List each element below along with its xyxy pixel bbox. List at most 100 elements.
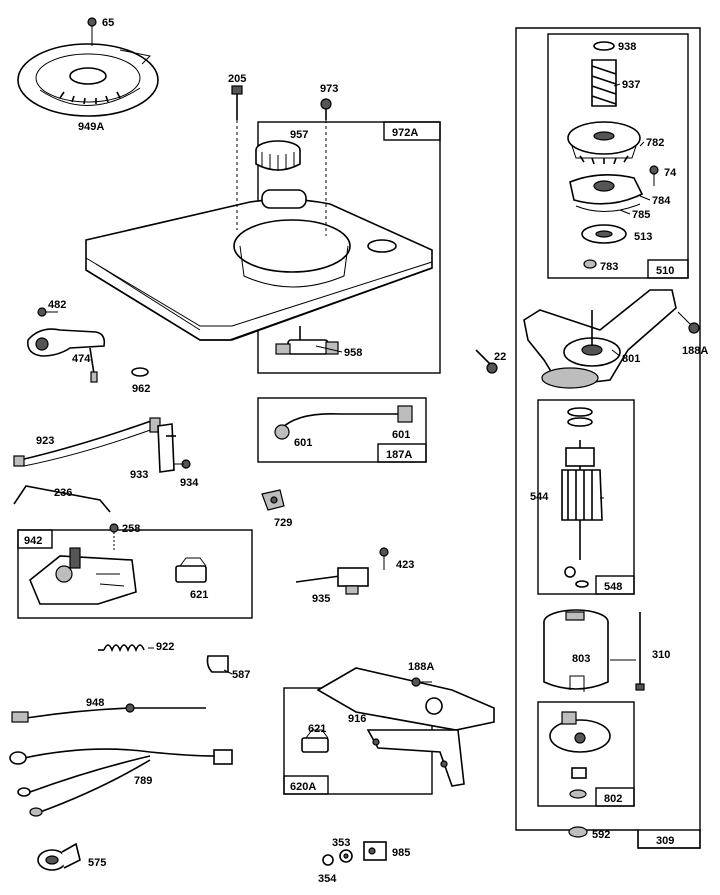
label-949a: 949A (78, 121, 104, 133)
label-601-a: 601 (294, 437, 312, 449)
part-544-armature[interactable] (561, 407, 603, 588)
label-962: 962 (132, 383, 150, 395)
label-782: 782 (646, 137, 664, 149)
label-205: 205 (228, 73, 246, 85)
group-tag-548 (595, 575, 635, 595)
part-962-washer[interactable] (131, 367, 149, 377)
label-310: 310 (652, 649, 670, 661)
label-575: 575 (88, 857, 106, 869)
part-802-brush-plate[interactable] (549, 711, 611, 799)
leader-lines (148, 83, 651, 675)
label-601-b: 601 (392, 429, 410, 441)
group-box-187a (257, 397, 427, 463)
part-784-housing[interactable] (569, 174, 644, 213)
part-65-screw[interactable] (87, 17, 97, 46)
part-601-hose[interactable] (274, 405, 413, 440)
label-353: 353 (332, 837, 350, 849)
part-tank-base[interactable] (85, 189, 433, 341)
label-548: 548 (604, 581, 622, 593)
label-423: 423 (396, 559, 414, 571)
part-258-screw[interactable] (109, 523, 119, 552)
label-922: 922 (156, 641, 174, 653)
label-942: 942 (24, 535, 42, 547)
part-938-ring[interactable] (593, 41, 615, 51)
part-621-switch-a[interactable] (175, 557, 207, 583)
part-236-link[interactable] (13, 485, 111, 513)
label-236: 236 (54, 487, 72, 499)
part-937-worm[interactable] (591, 59, 617, 107)
group-tag-309 (637, 829, 701, 849)
part-922-spring[interactable] (98, 644, 145, 653)
part-482-screw[interactable] (37, 307, 58, 317)
part-188a-screw-b[interactable] (411, 677, 432, 687)
group-tag-972a (383, 121, 441, 141)
group-box-942 (17, 529, 253, 619)
part-783-bushing[interactable] (583, 259, 597, 269)
part-923-cable[interactable] (13, 417, 161, 467)
label-973: 973 (320, 83, 338, 95)
label-916: 916 (348, 713, 366, 725)
group-tag-510 (647, 259, 689, 279)
part-729-clip[interactable] (261, 489, 285, 511)
label-188a-b: 188A (408, 661, 434, 673)
part-789-harness[interactable] (9, 748, 233, 817)
label-309: 309 (656, 835, 674, 847)
group-tag-942 (17, 529, 53, 549)
label-789: 789 (134, 775, 152, 787)
label-938: 938 (618, 41, 636, 53)
part-949a-cover[interactable] (17, 43, 159, 117)
part-973-screw[interactable] (320, 98, 332, 236)
part-74-screw[interactable] (649, 165, 659, 186)
label-785: 785 (632, 209, 650, 221)
label-544: 544 (530, 491, 549, 503)
label-972a: 972A (392, 127, 418, 139)
label-592: 592 (592, 829, 610, 841)
label-783: 783 (600, 261, 618, 273)
label-784: 784 (652, 195, 671, 207)
part-803-housing[interactable] (543, 609, 609, 692)
label-621-a: 621 (190, 589, 208, 601)
part-354-washer[interactable] (322, 854, 334, 866)
part-934-screw[interactable] (174, 459, 191, 469)
label-985: 985 (392, 847, 410, 859)
label-937: 937 (622, 79, 640, 91)
group-box-548 (537, 399, 635, 595)
label-482: 482 (48, 299, 66, 311)
part-957-cap[interactable] (255, 140, 301, 171)
label-801: 801 (622, 353, 640, 365)
label-948: 948 (86, 697, 104, 709)
part-621-switch-b[interactable] (301, 729, 329, 753)
part-592-nut[interactable] (568, 826, 588, 838)
part-188a-screw-a[interactable] (677, 311, 700, 334)
part-801-mount[interactable] (523, 289, 677, 389)
part-474-switch[interactable] (26, 328, 106, 383)
label-957: 957 (290, 129, 308, 141)
part-958-valve[interactable] (275, 326, 339, 355)
label-474: 474 (72, 353, 91, 365)
part-587-clamp[interactable] (206, 655, 229, 673)
part-353-nut[interactable] (339, 849, 353, 863)
part-513-gear[interactable] (581, 224, 627, 244)
group-tag-187a (377, 443, 427, 463)
part-933-bracket[interactable] (157, 423, 176, 473)
label-923: 923 (36, 435, 54, 447)
part-205-bolt[interactable] (231, 85, 243, 230)
group-tag-802 (595, 787, 635, 807)
part-985-connector[interactable] (363, 841, 387, 861)
label-958: 958 (344, 347, 362, 359)
part-782-gear[interactable] (567, 121, 641, 165)
label-587: 587 (232, 669, 250, 681)
label-510: 510 (656, 265, 674, 277)
group-box-802 (537, 701, 635, 807)
part-423-screw[interactable] (379, 547, 389, 570)
label-934: 934 (180, 477, 199, 489)
part-942-control-bracket[interactable] (29, 547, 137, 605)
part-22-screw[interactable] (475, 349, 498, 374)
part-575-terminal[interactable] (37, 842, 81, 871)
part-935-switch[interactable] (295, 567, 369, 595)
part-310-bolt[interactable] (610, 612, 645, 691)
part-916-bracket[interactable] (316, 667, 495, 787)
part-948-wire[interactable] (11, 703, 206, 723)
